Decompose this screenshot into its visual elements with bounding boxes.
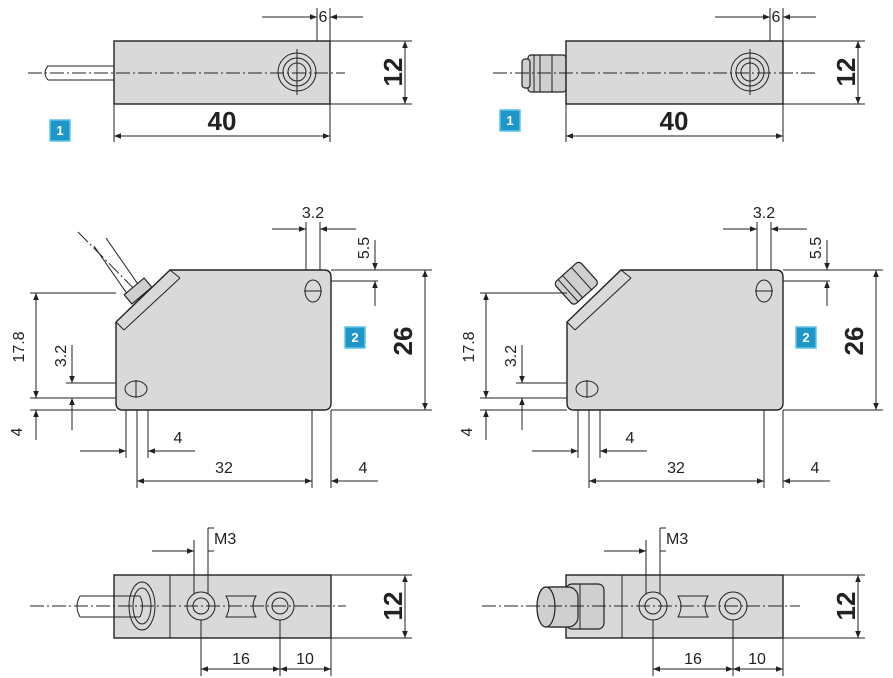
- side-view-cable: 26 32 4 4 4 17.8 3.2 3.2: [9, 205, 432, 488]
- dim-6: 6: [319, 9, 328, 26]
- side-view-connector: 26 32 4 4 4 17.8 3.2 3.2: [459, 205, 883, 488]
- dim-5-5: 5.5: [356, 237, 373, 259]
- bottom-view-cable: 12 16 10 M3: [30, 527, 412, 676]
- dim-m3: M3: [214, 531, 236, 548]
- dim-4-edge: 4: [359, 460, 368, 477]
- front-view-connector: 40 12 6 1: [493, 8, 865, 142]
- dim-32: 32: [215, 460, 233, 477]
- dim-16: 16: [232, 651, 250, 668]
- view-badge: [499, 109, 521, 132]
- dim-4-vertical: 4: [459, 427, 476, 436]
- dim-4-edge: 4: [811, 460, 820, 477]
- dim-16: 16: [684, 651, 702, 668]
- dim-10: 10: [748, 651, 766, 668]
- dim-10: 10: [296, 651, 314, 668]
- dim-40: 40: [660, 106, 689, 136]
- svg-text:2: 2: [351, 330, 358, 345]
- dim-m3: M3: [666, 531, 688, 548]
- view-badge: [49, 119, 71, 142]
- dim-4-hole: 4: [174, 430, 183, 447]
- dim-26: 26: [839, 327, 869, 356]
- dim-3-2-vertical: 3.2: [503, 345, 520, 367]
- view-badge: [795, 326, 817, 349]
- sensor-body: [115, 269, 332, 411]
- dim-4-hole: 4: [626, 430, 635, 447]
- dim-26: 26: [388, 327, 418, 356]
- dim-4-vertical: 4: [9, 427, 26, 436]
- svg-text:1: 1: [506, 113, 513, 128]
- view-badge: [344, 326, 366, 349]
- svg-text:2: 2: [802, 330, 809, 345]
- dim-6: 6: [772, 9, 781, 26]
- svg-text:1: 1: [56, 123, 63, 138]
- dim-32: 32: [667, 460, 685, 477]
- dim-12: 12: [378, 58, 408, 87]
- front-view-cable: 40 12 6 1: [28, 8, 412, 142]
- bottom-view-connector: 12 16 10 M3: [482, 527, 865, 676]
- dim-40: 40: [208, 106, 237, 136]
- dim-17-8: 17.8: [11, 331, 28, 362]
- dim-3-2-top: 3.2: [753, 205, 775, 222]
- dim-12: 12: [831, 58, 861, 87]
- dim-17-8: 17.8: [461, 331, 478, 362]
- dim-3-2-top: 3.2: [302, 205, 324, 222]
- dim-12: 12: [831, 592, 861, 621]
- sensor-body: [566, 269, 784, 411]
- dim-5-5: 5.5: [808, 237, 825, 259]
- dim-3-2-vertical: 3.2: [53, 345, 70, 367]
- dim-12: 12: [378, 592, 408, 621]
